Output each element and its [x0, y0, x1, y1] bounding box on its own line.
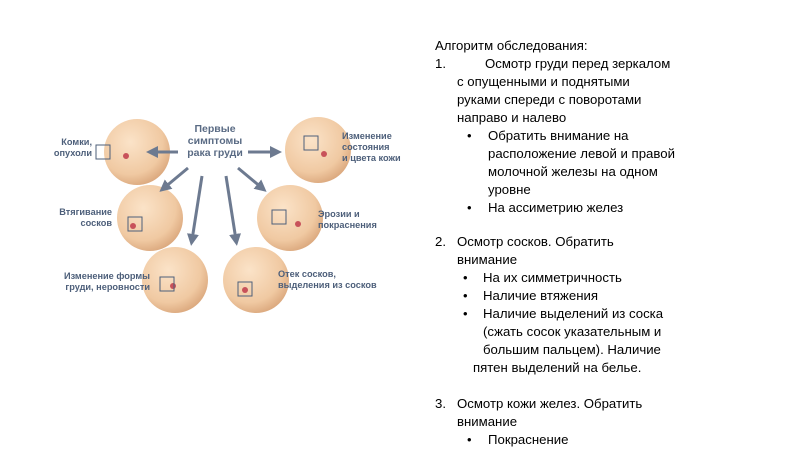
- item1-line: руками спереди с поворотами: [457, 92, 642, 107]
- item2-bullet-line: большим пальцем). Наличие: [483, 342, 661, 357]
- item2-bullet-line: (сжать сосок указательным и: [483, 324, 662, 339]
- item2-number: 2.: [435, 234, 446, 249]
- item1-number: 1.: [435, 56, 446, 71]
- item2-line: внимание: [457, 252, 518, 267]
- symptom-label-shape: Изменение формы груди, неровности: [63, 271, 150, 292]
- algorithm-heading: Алгоритм обследования:: [435, 38, 588, 53]
- symptom-label-discharge: Отек сосков, выделения из сосков: [278, 269, 377, 290]
- item2-bullet-line: На их симметричность: [483, 270, 622, 285]
- symptom-label-retraction: Втягивание сосков: [59, 207, 112, 228]
- item2-bullet-line: Наличие втяжения: [483, 288, 598, 303]
- bullet-mark: •: [467, 432, 472, 447]
- item3-bullet-line: Покраснение: [488, 432, 569, 447]
- item1-line: с опущенными и поднятыми: [457, 74, 630, 89]
- item1-line: Осмотр груди перед зеркалом: [485, 56, 671, 71]
- symptom-label-lumps: Комки, опухоли: [53, 137, 92, 158]
- item3-line: внимание: [457, 414, 518, 429]
- infographic-drawing: [95, 117, 351, 313]
- item2-line: Осмотр сосков. Обратить: [457, 234, 614, 249]
- item3-line: Осмотр кожи желез. Обратить: [457, 396, 643, 411]
- item1-line: направо и налево: [457, 110, 567, 125]
- breast-image-retraction: [117, 185, 183, 251]
- breast-cancer-symptoms-infographic: Первые симптомы рака груди Комки, опухол…: [40, 110, 420, 320]
- bullet-mark: •: [463, 306, 468, 321]
- bullet-mark: •: [463, 288, 468, 303]
- item1-bullet1-line: молочной железы на одном: [488, 164, 658, 179]
- breast-image-lumps: [95, 119, 170, 185]
- item2-bullet-line: пятен выделений на белье.: [473, 360, 642, 375]
- symptom-label-color: Изменение состояния и цвета кожи: [342, 131, 401, 163]
- breast-image-color: [285, 117, 351, 183]
- symptom-arrows: [146, 146, 282, 246]
- breast-image-erosion: [257, 185, 323, 251]
- item1-bullet1-line: Обратить внимание на: [488, 128, 629, 143]
- infographic-center-title: Первые симптомы рака груди: [187, 123, 243, 159]
- item1-bullet1-line: уровне: [488, 182, 531, 197]
- bullet-mark: •: [467, 128, 472, 143]
- breast-image-discharge: [223, 247, 289, 313]
- item1-bullet2-line: На ассиметрию желез: [488, 200, 624, 215]
- symptom-label-erosion: Эрозии и покраснения: [318, 209, 377, 230]
- breast-image-shape: [142, 247, 208, 313]
- item1-bullet1-line: расположение левой и правой: [488, 146, 675, 161]
- bullet-mark: •: [467, 200, 472, 215]
- bullet-mark: •: [463, 270, 468, 285]
- item3-number: 3.: [435, 396, 446, 411]
- item2-bullet-line: Наличие выделений из соска: [483, 306, 664, 321]
